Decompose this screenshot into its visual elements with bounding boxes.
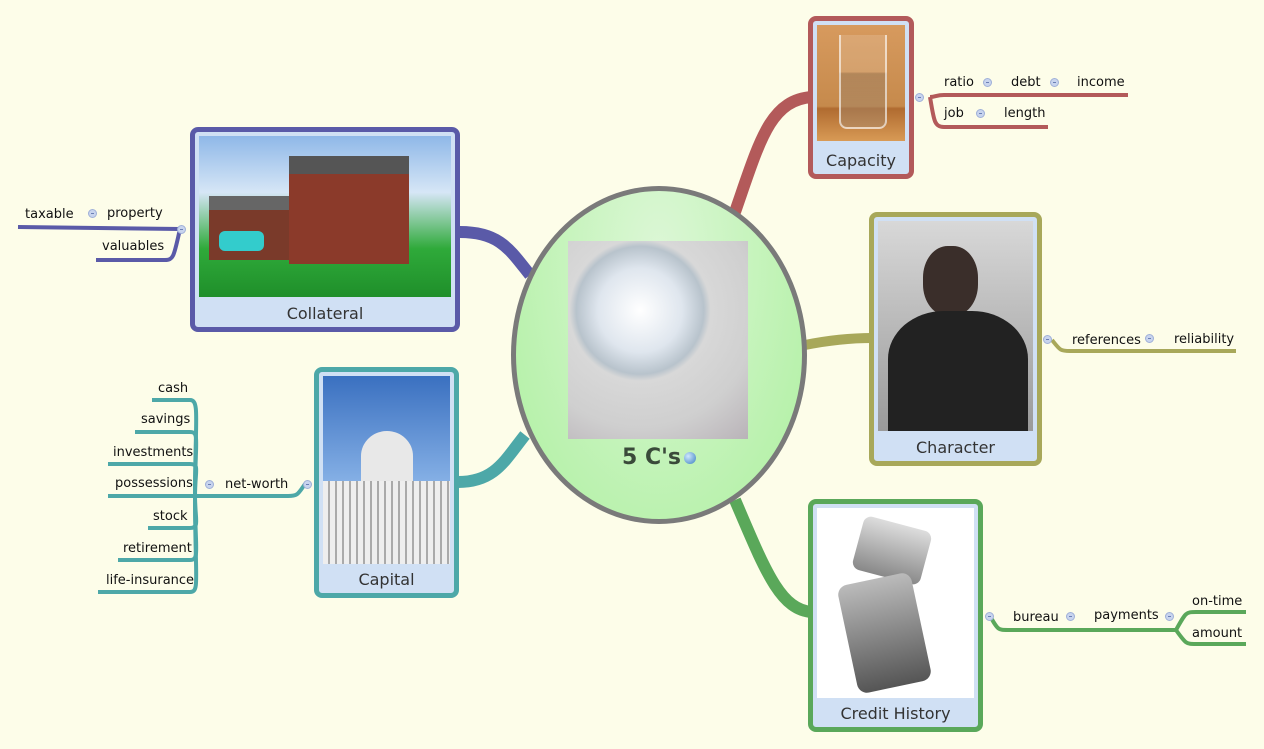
columns-shape	[323, 481, 450, 564]
subtopic-property[interactable]: property	[107, 206, 163, 221]
collapse-toggle-character[interactable]	[1043, 335, 1052, 344]
subtopic-net-worth[interactable]: net-worth	[225, 477, 289, 492]
subtopic-taxable[interactable]: taxable	[25, 207, 74, 222]
subtopic-cash[interactable]: cash	[158, 381, 189, 396]
subtopic-job[interactable]: job	[944, 106, 964, 121]
collapse-toggle-bureau[interactable]	[1066, 612, 1075, 621]
subtopic-retirement[interactable]: retirement	[123, 541, 192, 556]
house-shape	[289, 156, 409, 264]
collapse-toggle-net-worth[interactable]	[205, 480, 214, 489]
subtopic-references[interactable]: references	[1072, 333, 1141, 348]
dome-shape	[361, 431, 413, 481]
subtopic-stock[interactable]: stock	[153, 509, 188, 524]
collapse-toggle-collateral[interactable]	[177, 225, 186, 234]
subtopic-ratio[interactable]: ratio	[944, 75, 974, 90]
subtopic-payments[interactable]: payments	[1094, 608, 1159, 623]
collapse-toggle-capital[interactable]	[303, 480, 312, 489]
topic-credit-history[interactable]: Credit History	[808, 499, 983, 732]
diamond-image	[568, 241, 748, 439]
subtopic-on-time[interactable]: on-time	[1192, 594, 1243, 609]
collapse-toggle-credit-history[interactable]	[985, 612, 994, 621]
collapse-toggle-capacity[interactable]	[915, 93, 924, 102]
subtopic-amount[interactable]: amount	[1192, 626, 1243, 641]
phone-body-shape	[836, 571, 933, 695]
topic-capacity[interactable]: Capacity	[808, 16, 914, 179]
topic-capital[interactable]: Capital	[314, 367, 459, 598]
house-image	[199, 136, 451, 297]
globe-icon	[683, 452, 696, 464]
subtopic-life-insurance[interactable]: life-insurance	[106, 573, 195, 588]
topic-collateral[interactable]: Collateral	[190, 127, 460, 332]
subtopic-savings[interactable]: savings	[141, 412, 191, 427]
collapse-toggle-debt[interactable]	[1050, 78, 1059, 87]
subtopic-length[interactable]: length	[1004, 106, 1046, 121]
subtopic-debt[interactable]: debt	[1011, 75, 1041, 90]
subtopic-possessions[interactable]: possessions	[115, 476, 193, 491]
glass-shape	[839, 35, 887, 129]
water-glass-image	[817, 25, 905, 141]
collapse-toggle-property[interactable]	[88, 209, 97, 218]
capitol-image	[323, 376, 450, 564]
collapse-toggle-references[interactable]	[1145, 334, 1154, 343]
topic-character[interactable]: Character	[869, 212, 1042, 466]
collapse-toggle-payments[interactable]	[1165, 612, 1174, 621]
car-shape	[219, 231, 264, 251]
portrait-image	[878, 221, 1033, 431]
subtopic-income[interactable]: income	[1077, 75, 1125, 90]
collapse-toggle-job[interactable]	[976, 109, 985, 118]
subtopic-bureau[interactable]: bureau	[1013, 610, 1059, 625]
central-title: 5 C's	[516, 445, 802, 470]
central-topic[interactable]: 5 C's	[511, 186, 807, 524]
subtopic-investments[interactable]: investments	[113, 445, 194, 460]
subtopic-valuables[interactable]: valuables	[102, 239, 165, 254]
collapse-toggle-ratio[interactable]	[983, 78, 992, 87]
subtopic-reliability[interactable]: reliability	[1174, 332, 1235, 347]
flip-phone-image	[817, 508, 974, 698]
suit-shape	[888, 311, 1028, 431]
head-shape	[923, 246, 978, 316]
